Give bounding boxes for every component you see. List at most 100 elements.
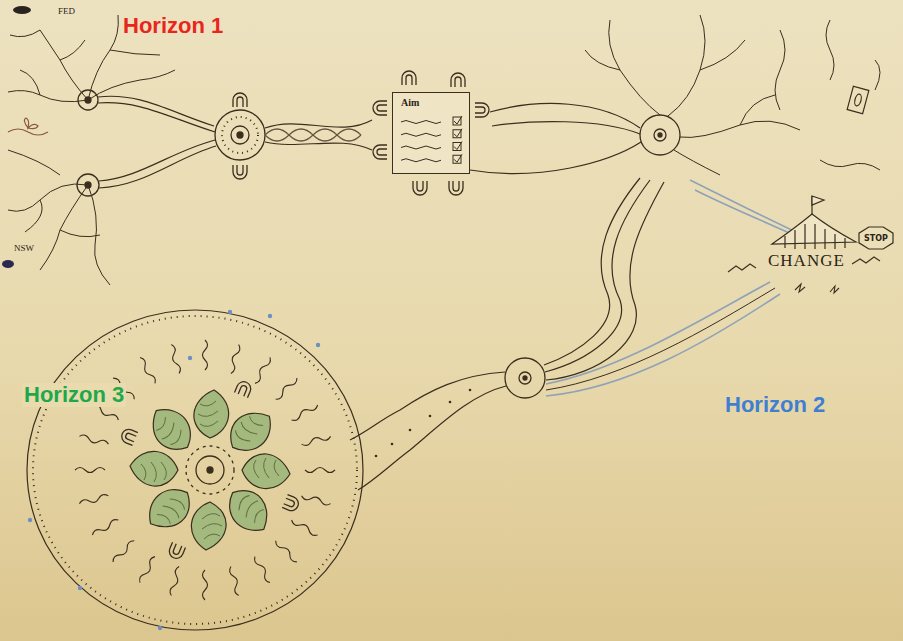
ink-blot: [13, 6, 31, 14]
edge-dot: [228, 310, 232, 314]
checkbox: [453, 130, 461, 138]
river-line: [546, 282, 770, 384]
river-line: [546, 288, 775, 390]
road-network: [740, 95, 775, 125]
river-line: [265, 142, 372, 150]
road-network: [585, 50, 620, 70]
path-dot: [469, 389, 472, 392]
stop-sign: STOP: [858, 226, 894, 250]
tick-mark: [454, 116, 462, 124]
river-line: [99, 140, 215, 181]
hub-circle: [222, 117, 258, 153]
hub-circle: [196, 456, 224, 484]
road-network: [700, 40, 745, 70]
map-note: NSW: [14, 244, 34, 254]
road-network: [668, 15, 705, 116]
river-line: [98, 96, 216, 188]
horseshoe-symbol: [120, 427, 138, 445]
river-line: [546, 180, 805, 396]
river-line: [265, 129, 361, 141]
fringe-line: [138, 555, 157, 583]
small-sign: [847, 86, 869, 113]
town-circle: [77, 90, 99, 196]
tick-mark: [454, 154, 462, 162]
fringe-line: [203, 570, 208, 600]
river-line: [98, 103, 215, 132]
green-field: [130, 390, 290, 550]
octagon-outline: [859, 227, 893, 249]
hub-circle: [186, 446, 234, 494]
fringe-line: [228, 344, 241, 374]
river-line: [546, 294, 780, 396]
river-line: [265, 129, 361, 141]
town-circle: [85, 182, 91, 188]
green-field: [219, 481, 278, 540]
region-outline: [27, 310, 363, 630]
river-line: [690, 180, 800, 234]
river-line: [544, 178, 664, 380]
road-network: [775, 30, 785, 110]
horseshoe-symbol: [120, 380, 301, 561]
road-network: [60, 40, 85, 60]
checklist-line: [401, 159, 441, 162]
circus-tent: [812, 196, 824, 205]
fringe-line: [301, 434, 331, 447]
river-line: [545, 180, 650, 372]
fringe-line: [253, 356, 272, 384]
town-circle: [640, 115, 680, 155]
horseshoe-symbol: [233, 165, 247, 179]
tick-mark: [454, 129, 462, 137]
road-network: [8, 184, 88, 211]
road-network: [40, 185, 88, 270]
town-circle: [519, 372, 531, 384]
green-field: [194, 390, 229, 438]
road-network: [8, 15, 175, 285]
path-dot: [375, 455, 378, 458]
decoration: [8, 118, 48, 135]
fringe-line: [253, 555, 272, 583]
checklist-sheet: Aim: [392, 92, 470, 174]
checklist-line: [401, 146, 441, 149]
town-circle: [523, 376, 527, 380]
small-sign: [847, 86, 869, 113]
river-line: [490, 104, 640, 128]
change-spark: [852, 257, 880, 264]
road-network: [25, 200, 42, 232]
region-outline: [33, 316, 357, 624]
ink-blot: [2, 260, 14, 268]
edge-dot: [28, 518, 32, 522]
road-network: [674, 150, 720, 175]
town-circle: [658, 133, 662, 137]
change-spark: [830, 286, 839, 293]
hub-circle: [207, 467, 213, 473]
checkbox: [453, 155, 461, 163]
edge-dot: [188, 356, 192, 360]
road-network: [40, 30, 88, 100]
path-dot: [429, 415, 432, 418]
horseshoe-symbol: [233, 93, 247, 107]
road-network: [826, 20, 834, 80]
road-network: [20, 70, 40, 95]
fringe-line: [301, 493, 331, 506]
small-sign: [854, 93, 863, 106]
horseshoe-symbol: [413, 181, 427, 195]
road-network: [110, 50, 160, 55]
river-line: [546, 182, 664, 380]
road-network: [8, 150, 60, 175]
river-line: [350, 372, 506, 490]
fringe-line: [290, 403, 318, 422]
map-note: FED: [58, 7, 75, 17]
fringe-line: [75, 468, 105, 473]
hub-circle: [215, 110, 265, 160]
road-network: [10, 30, 40, 37]
checkbox: [453, 117, 461, 125]
path-dot: [375, 389, 472, 458]
edge-dot: [78, 586, 82, 590]
green-field: [130, 451, 178, 486]
decoration: [8, 129, 48, 135]
road-network: [609, 20, 660, 115]
hub-circle: [231, 126, 249, 144]
green-field: [140, 479, 199, 538]
fringe-line: [169, 344, 182, 374]
